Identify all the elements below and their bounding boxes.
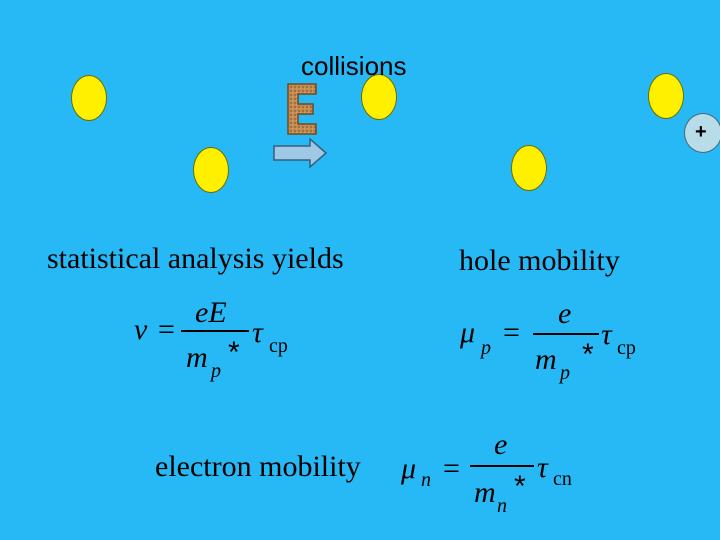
- mobility-symbol: μ: [401, 452, 417, 485]
- hole-carrier: +: [684, 113, 720, 153]
- fraction-bar: [533, 333, 599, 335]
- denominator-subscript: p: [211, 360, 221, 382]
- fraction-bar: [470, 465, 534, 467]
- atom-mid-right: [511, 145, 547, 191]
- mobility-subscript: n: [421, 469, 431, 491]
- tau-symbol: τ: [537, 451, 548, 484]
- field-letter-box: E: [286, 82, 318, 136]
- numerator: e: [558, 297, 572, 330]
- tau-subscript: cn: [553, 468, 572, 490]
- denominator-subscript: n: [497, 495, 507, 517]
- atom-top-left: [71, 75, 107, 121]
- denominator-mass: m: [535, 343, 557, 376]
- tau-subscript: cp: [269, 335, 288, 357]
- denominator-subscript: p: [560, 362, 570, 384]
- equals-sign: =: [158, 313, 175, 346]
- effective-mass-star: *: [228, 336, 240, 369]
- hole-mobility-text: hole mobility: [459, 244, 620, 277]
- effective-mass-star: *: [514, 470, 526, 503]
- denominator-mass: m: [186, 341, 208, 374]
- fraction-bar: [181, 330, 249, 332]
- tau-symbol: τ: [252, 316, 263, 349]
- numerator: eE: [195, 296, 227, 329]
- tau-symbol: τ: [601, 318, 612, 351]
- atom-top-right: [648, 73, 684, 119]
- velocity-symbol: v: [134, 313, 148, 346]
- statistical-text: statistical analysis yields: [47, 242, 344, 275]
- plus-icon: +: [695, 121, 707, 143]
- atom-mid-left: [193, 147, 229, 193]
- effective-mass-star: *: [582, 338, 594, 371]
- field-e-icon: [287, 83, 317, 135]
- equals-sign: =: [443, 452, 460, 485]
- collisions-label: collisions: [301, 51, 407, 81]
- tau-subscript: cp: [617, 337, 636, 359]
- equals-sign: =: [503, 316, 520, 349]
- atom-top-center: [361, 74, 397, 120]
- electron-mobility-text: electron mobility: [155, 450, 361, 483]
- mobility-symbol: μ: [460, 316, 476, 349]
- numerator: e: [494, 428, 508, 461]
- denominator-mass: m: [474, 476, 496, 509]
- field-arrow-icon: [273, 137, 328, 169]
- mobility-subscript: p: [481, 337, 491, 359]
